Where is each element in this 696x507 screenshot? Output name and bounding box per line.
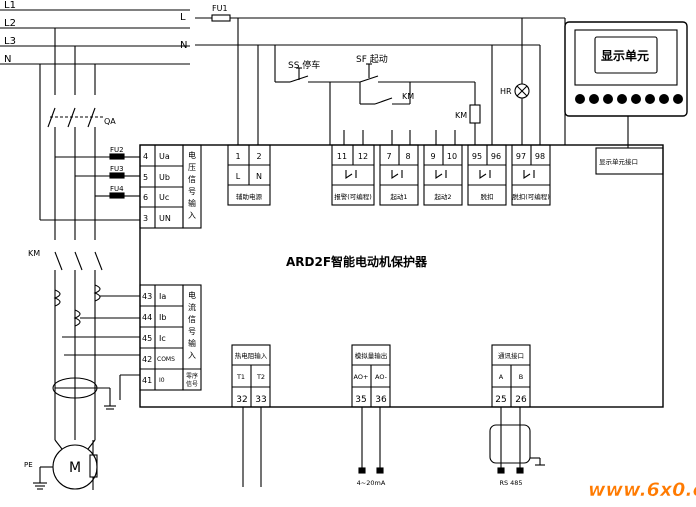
cblock-zero-0: 零序 <box>186 372 198 380</box>
cblock-zero-1: 信号 <box>186 380 198 388</box>
vblock-char-4: 输 <box>188 198 196 208</box>
vblock-char-1: 压 <box>188 163 196 172</box>
thermistor-t1: 32 <box>236 395 247 405</box>
aux-term-2: 2 <box>256 152 261 161</box>
analog-t1: 35 <box>355 395 366 405</box>
analog-t2: 36 <box>375 395 387 405</box>
comm-label: 通讯接口 <box>498 351 524 360</box>
cblock-char-5: 入 <box>188 351 196 360</box>
cblock-char-0: 电 <box>188 290 196 300</box>
device-title: ARD2F智能电动机保护器 <box>286 254 428 269</box>
cterm-num-2: 45 <box>142 334 152 343</box>
label-l1: L1 <box>4 0 16 11</box>
label-stop-button: SS 停车 <box>288 59 320 71</box>
relay3-label: 脱扣 <box>481 192 494 201</box>
label-fu1: FU1 <box>212 4 228 13</box>
vterm-num-1: 5 <box>143 173 148 182</box>
cblock-char-2: 信 <box>188 314 196 324</box>
relay1-t1: 7 <box>386 152 391 161</box>
label-ctrl-n: N <box>180 40 187 51</box>
label-l2: L2 <box>4 18 16 29</box>
relay4-t1: 97 <box>516 152 526 161</box>
analog-label: 模拟量输出 <box>355 351 388 360</box>
cterm-sig-1: Ib <box>159 313 166 322</box>
label-start-button: SF 起动 <box>356 54 388 65</box>
comm-t1: 25 <box>495 395 506 405</box>
vblock-char-3: 号 <box>188 187 196 196</box>
label-hr: HR <box>500 87 512 96</box>
relay1-t2: 8 <box>405 152 410 161</box>
analog-s1: AO+ <box>354 373 369 381</box>
vblock-char-5: 入 <box>188 211 196 220</box>
label-fu3: FU3 <box>110 165 124 173</box>
cterm-num-4: 41 <box>142 376 152 385</box>
display-buttons <box>575 94 683 104</box>
aux-sig-2: N <box>256 172 262 181</box>
comm-s2: B <box>519 373 523 381</box>
thermistor-s1: T1 <box>236 373 245 381</box>
relay3-t1: 95 <box>472 152 482 161</box>
watermark: www.6x0.cn <box>588 479 696 501</box>
label-km-main: KM <box>28 249 40 258</box>
vterm-sig-1: Ub <box>159 173 170 182</box>
vterm-num-3: 3 <box>143 214 148 223</box>
aux-sig-1: L <box>236 172 241 181</box>
aux-term-1: 1 <box>235 152 240 161</box>
cterm-num-1: 44 <box>142 313 152 322</box>
relay4-label: 脱扣(可编程) <box>512 192 550 201</box>
relay3-t2: 96 <box>491 152 501 161</box>
comm-s1: A <box>499 373 504 381</box>
cterm-sig-0: Ia <box>159 292 166 301</box>
display-title: 显示单元 <box>601 48 649 63</box>
comm-note: RS 485 <box>499 479 522 487</box>
cblock-char-3: 号 <box>188 327 196 336</box>
cterm-sig-2: Ic <box>159 334 166 343</box>
label-motor: M <box>69 460 81 476</box>
analog-s2: AO- <box>375 373 388 381</box>
comm-t2: 26 <box>515 395 527 405</box>
relay0-t2: 12 <box>358 152 368 161</box>
display-port-label: 显示单元接口 <box>599 157 638 166</box>
relay0-t1: 11 <box>337 152 347 161</box>
cterm-num-0: 43 <box>142 292 152 301</box>
aux-label: 辅助电源 <box>236 192 263 201</box>
vblock-char-2: 信 <box>188 174 196 184</box>
thermistor-label: 热电阻输入 <box>235 351 268 360</box>
vterm-sig-3: UN <box>159 214 171 223</box>
thermistor-s2: T2 <box>256 373 265 381</box>
label-l3: L3 <box>4 36 16 47</box>
label-fu2: FU2 <box>110 146 124 154</box>
relay4-t2: 98 <box>535 152 545 161</box>
label-qa: QA <box>104 117 116 126</box>
cblock-char-4: 输 <box>188 338 196 348</box>
label-km-coil: KM <box>455 111 467 120</box>
relay1-label: 起动1 <box>390 193 407 201</box>
relay0-label: 报警(可编程) <box>334 192 372 201</box>
vterm-sig-0: Ua <box>159 152 170 161</box>
label-pe: PE <box>24 461 33 469</box>
cterm-sig-4: I0 <box>159 377 165 384</box>
vterm-num-0: 4 <box>143 152 148 161</box>
relay2-t2: 10 <box>447 152 457 161</box>
vterm-sig-2: Uc <box>159 193 169 202</box>
label-km-aux: KM <box>402 92 414 101</box>
vterm-num-2: 6 <box>143 193 148 202</box>
vblock-char-0: 电 <box>188 150 196 160</box>
label-fu4: FU4 <box>110 185 124 193</box>
thermistor-t2: 33 <box>255 395 266 405</box>
cterm-num-3: 42 <box>142 355 152 364</box>
relay2-t1: 9 <box>430 152 435 161</box>
cblock-char-1: 流 <box>188 302 196 312</box>
label-ctrl-l: L <box>180 12 186 23</box>
cterm-sig-3: COMS <box>157 356 175 363</box>
analog-note: 4~20mA <box>357 479 386 487</box>
label-n: N <box>4 54 11 65</box>
relay2-label: 起动2 <box>434 193 451 201</box>
